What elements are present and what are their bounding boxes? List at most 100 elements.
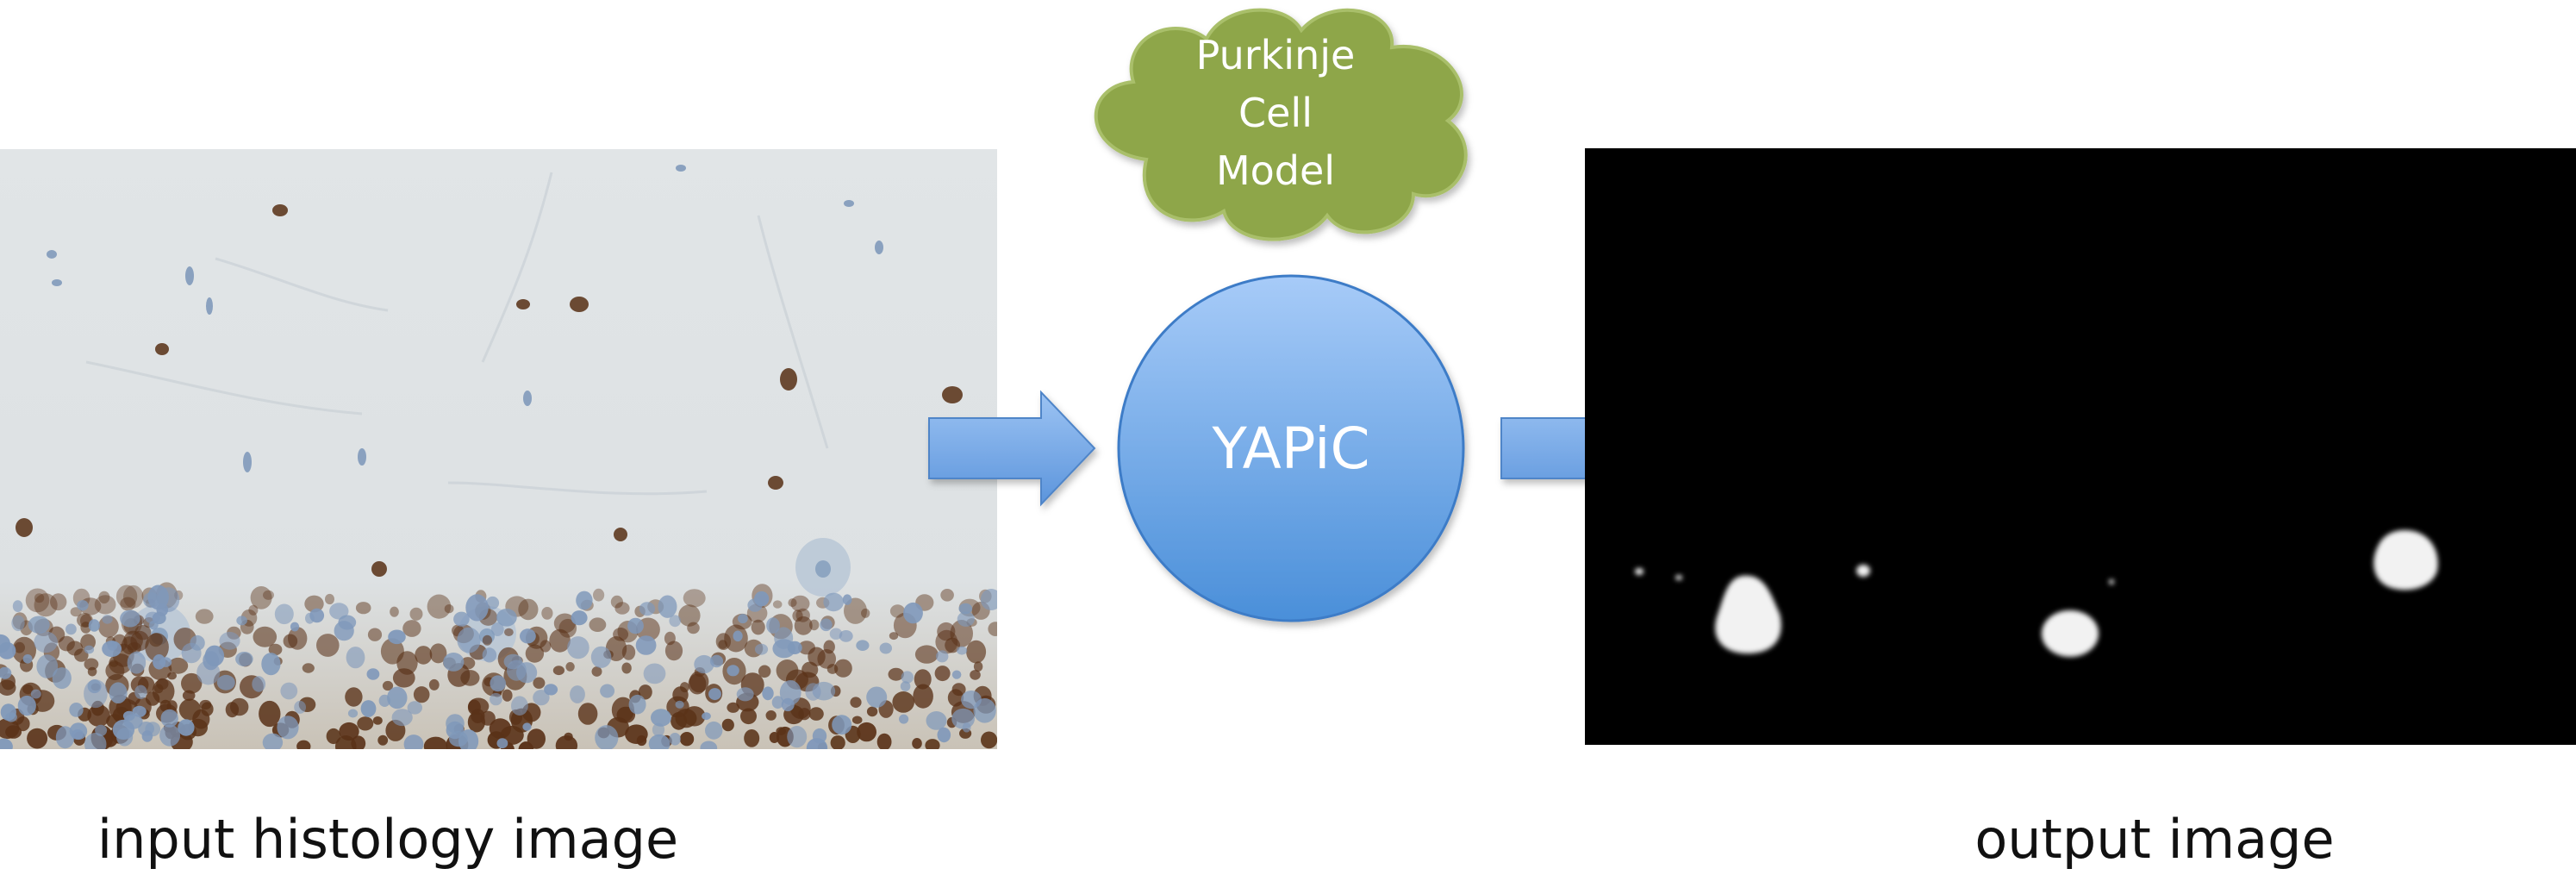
granule-nucleus: [727, 665, 739, 677]
granule-nucleus: [980, 589, 997, 610]
granule-nucleus: [961, 691, 982, 709]
granule-nucleus: [940, 589, 954, 602]
granule-nucleus: [357, 716, 374, 731]
granule-nucleus: [621, 662, 632, 674]
granule-nucleus: [903, 602, 923, 624]
granule-nucleus: [635, 635, 657, 655]
granule-nucleus: [610, 595, 624, 609]
segmented-speck-2: [1635, 568, 1644, 575]
granule-nucleus: [201, 702, 214, 716]
granule-nucleus: [496, 738, 508, 749]
granule-nucleus: [263, 590, 274, 600]
granule-nucleus: [0, 738, 13, 749]
granule-nucleus: [390, 606, 399, 617]
granule-nucleus: [160, 709, 178, 728]
granule-nucleus: [899, 714, 909, 724]
granule-nucleus: [460, 657, 476, 670]
granule-nucleus: [839, 630, 853, 642]
granule-nucleus: [423, 736, 448, 749]
granule-nucleus: [504, 628, 514, 637]
granule-nucleus: [250, 586, 272, 609]
granule-nucleus: [888, 667, 904, 681]
granule-nucleus: [687, 622, 700, 634]
granule-nucleus: [16, 716, 30, 732]
granule-nucleus: [988, 622, 997, 636]
granule-nucleus: [403, 734, 424, 749]
granule-nucleus: [702, 712, 711, 721]
granule-nucleus: [236, 616, 247, 626]
granule-nucleus: [25, 588, 50, 613]
granule-nucleus: [5, 712, 17, 722]
granule-nucleus: [779, 680, 801, 705]
granule-nucleus: [914, 645, 939, 664]
granule-nucleus: [958, 603, 973, 615]
granule-nucleus: [346, 647, 365, 669]
granule-nucleus: [651, 709, 671, 727]
granule-nucleus: [805, 683, 821, 701]
granule-nucleus: [912, 738, 922, 749]
granule-nucleus: [555, 735, 578, 749]
granule-nucleus: [914, 669, 932, 690]
granule-nucleus: [740, 708, 757, 725]
granule-nucleus: [288, 627, 308, 650]
granule-nucleus: [248, 604, 259, 616]
granule-nucleus: [879, 642, 892, 654]
granule-nucleus: [913, 684, 933, 709]
granule-nucleus: [842, 594, 852, 605]
cloud-label-line-2: Cell: [1238, 90, 1313, 136]
granule-nucleus: [533, 677, 546, 689]
granule-nucleus: [482, 634, 493, 646]
granule-nucleus: [721, 718, 734, 732]
granule-nucleus: [889, 632, 899, 641]
granule-nucleus: [672, 686, 689, 703]
granule-nucleus: [675, 709, 697, 728]
granule-nucleus: [926, 711, 947, 730]
granule-nucleus: [571, 610, 588, 626]
granule-nucleus: [758, 665, 771, 678]
granule-nucleus: [664, 641, 683, 661]
granule-nucleus: [937, 727, 951, 743]
granule-nucleus: [966, 640, 987, 664]
granule-nucleus: [900, 681, 911, 691]
granule-nucleus: [876, 733, 892, 749]
granule-nucleus: [115, 584, 138, 609]
granule-nucleus: [367, 628, 383, 641]
granule-nucleus: [829, 628, 843, 640]
granule-nucleus: [443, 653, 465, 672]
granule-nucleus: [34, 593, 58, 617]
granule-nucleus: [84, 645, 95, 654]
granule-nucleus: [744, 729, 760, 747]
granule-nucleus: [0, 634, 10, 653]
granule-nucleus: [72, 729, 84, 740]
granule-nucleus: [153, 654, 166, 670]
granule-nucleus: [28, 616, 50, 634]
granule-nucleus: [152, 678, 175, 704]
granule-nucleus: [936, 650, 949, 663]
granule-nucleus: [957, 646, 968, 655]
granule-nucleus: [678, 604, 701, 627]
granule-nucleus: [409, 607, 423, 621]
granule-nucleus: [826, 664, 839, 674]
granule-nucleus: [776, 659, 799, 682]
granule-nucleus: [302, 663, 315, 673]
granule-nucleus: [866, 706, 878, 717]
granule-nucleus: [382, 680, 394, 691]
granule-nucleus: [259, 700, 281, 728]
segmented-speck-3: [1675, 575, 1682, 580]
granule-nucleus: [844, 597, 867, 624]
granule-nucleus: [639, 602, 656, 616]
granule-nucleus: [490, 675, 506, 692]
granule-nucleus: [453, 611, 470, 627]
granule-nucleus: [116, 728, 134, 747]
granule-nucleus: [22, 654, 33, 664]
granule-nucleus: [377, 734, 389, 746]
granule-nucleus: [765, 710, 777, 721]
granule-nucleus: [688, 673, 707, 695]
granule-nucleus: [762, 686, 774, 701]
granule-nucleus: [593, 588, 605, 602]
granule-nucleus: [132, 705, 147, 717]
granule-nucleus: [577, 703, 598, 725]
granule-nucleus: [123, 584, 144, 609]
output-segmentation-image: [1585, 148, 2576, 745]
